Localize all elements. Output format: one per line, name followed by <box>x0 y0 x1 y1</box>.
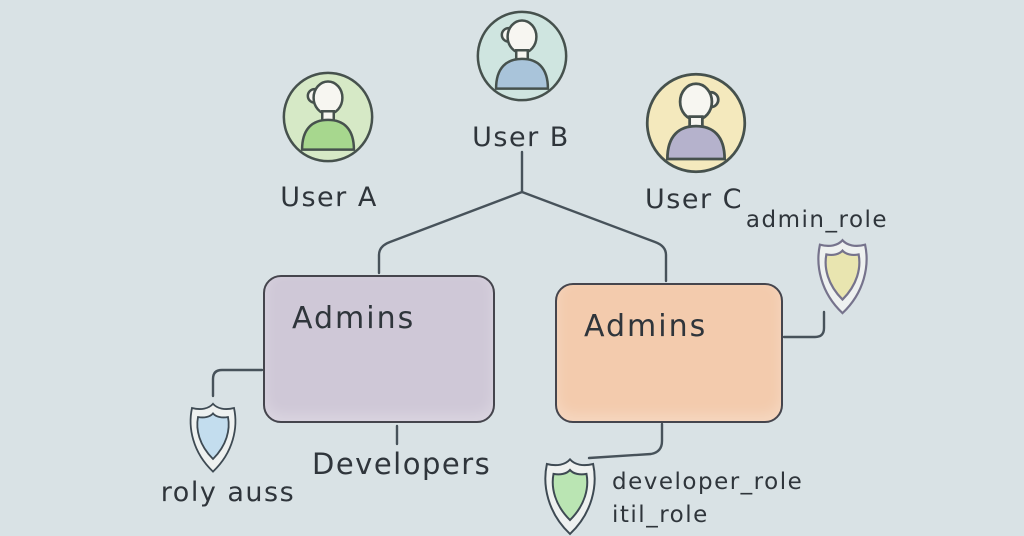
user-b-avatar-icon <box>474 8 570 104</box>
group-left-label: Admins <box>292 301 416 336</box>
user-b-label: User B <box>472 122 570 153</box>
group-right-label: Admins <box>584 309 708 344</box>
admin-role-label: admin_role <box>745 207 889 233</box>
left-group-to-blue-shield-line <box>211 368 264 398</box>
left-role-shield-icon <box>183 400 243 476</box>
left-shield-label: roly auss <box>160 477 296 508</box>
itil-role-label: itil_role <box>612 502 709 528</box>
developer-role-shield-icon <box>537 456 603 536</box>
admin-role-shield-icon <box>810 237 875 317</box>
user-c-avatar-icon <box>643 70 749 176</box>
user-a-label: User A <box>280 182 378 213</box>
right-group-to-green-shield-line <box>587 422 664 460</box>
developers-label: Developers <box>312 447 492 481</box>
developer-role-label: developer_role <box>612 469 804 495</box>
user-a-avatar-icon <box>280 69 376 165</box>
user-c-label: User C <box>645 184 743 215</box>
group-box-right: Admins <box>555 283 783 423</box>
group-box-left: Admins <box>263 275 495 423</box>
